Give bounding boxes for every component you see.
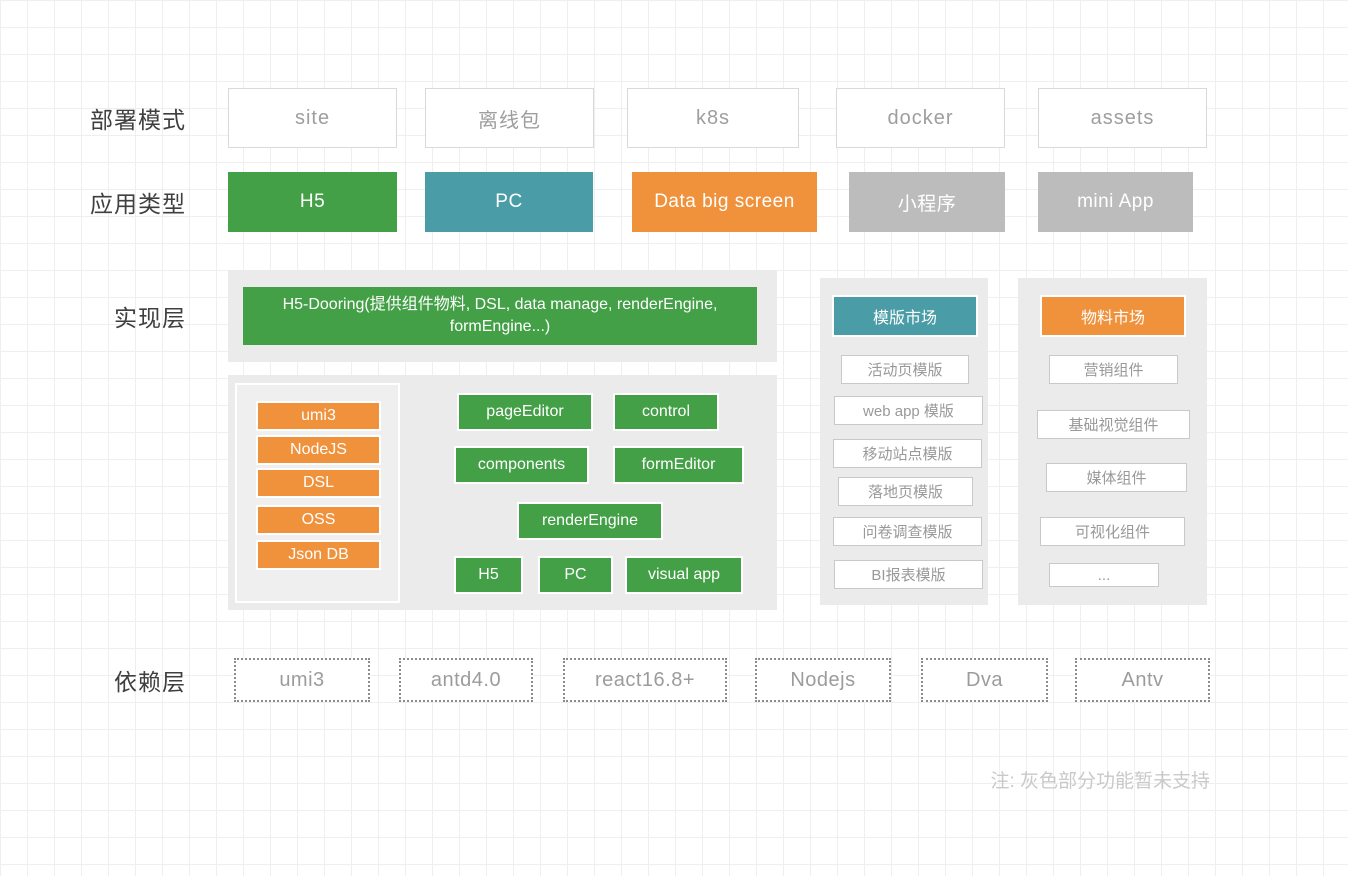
module-box-pc: PC	[538, 556, 613, 594]
stack-box-jsondb: Json DB	[256, 540, 381, 570]
dep-box-umi3: umi3	[234, 658, 370, 702]
stack-box-umi3: umi3	[256, 401, 381, 431]
stack-box-nodejs: NodeJS	[256, 435, 381, 465]
dep-box-antd: antd4.0	[399, 658, 533, 702]
app-type-box-pc: PC	[425, 172, 593, 232]
material-item: 媒体组件	[1046, 463, 1187, 492]
app-type-box-h5: H5	[228, 172, 397, 232]
row-label-deploy-mode: 部署模式	[90, 107, 186, 133]
core-panel: H5-Dooring(提供组件物料, DSL, data manage, ren…	[228, 270, 777, 362]
deploy-box-offline: 离线包	[425, 88, 594, 148]
module-box-visual-app: visual app	[625, 556, 743, 594]
row-label-deps-layer: 依赖层	[114, 669, 186, 695]
material-item: 基础视觉组件	[1037, 410, 1190, 439]
template-item: 活动页模版	[841, 355, 969, 384]
deploy-box-k8s: k8s	[627, 88, 799, 148]
material-item: ...	[1049, 563, 1159, 587]
module-box-components: components	[454, 446, 589, 484]
template-item: BI报表模版	[834, 560, 983, 589]
template-item: 落地页模版	[838, 477, 973, 506]
deploy-box-docker: docker	[836, 88, 1005, 148]
app-type-box-mini-program: 小程序	[849, 172, 1005, 232]
stack-box-dsl: DSL	[256, 468, 381, 498]
row-label-impl-layer: 实现层	[114, 305, 186, 331]
template-item: 移动站点模版	[833, 439, 982, 468]
deploy-box-site: site	[228, 88, 397, 148]
app-type-box-mini-app: mini App	[1038, 172, 1193, 232]
stack-box-oss: OSS	[256, 505, 381, 535]
module-box-page-editor: pageEditor	[457, 393, 593, 431]
row-label-app-type: 应用类型	[90, 191, 186, 217]
material-item: 营销组件	[1049, 355, 1178, 384]
module-box-control: control	[613, 393, 719, 431]
module-box-h5: H5	[454, 556, 523, 594]
template-market-title: 模版市场	[832, 295, 978, 337]
app-type-box-big-screen: Data big screen	[632, 172, 817, 232]
module-box-render-engine: renderEngine	[517, 502, 663, 540]
footnote: 注: 灰色部分功能暂未支持	[990, 771, 1210, 792]
template-item: web app 模版	[834, 396, 983, 425]
core-box-dooring: H5-Dooring(提供组件物料, DSL, data manage, ren…	[243, 287, 757, 345]
module-box-form-editor: formEditor	[613, 446, 744, 484]
material-item: 可视化组件	[1040, 517, 1185, 546]
dep-box-dva: Dva	[921, 658, 1048, 702]
dep-box-antv: Antv	[1075, 658, 1210, 702]
dep-box-nodejs: Nodejs	[755, 658, 891, 702]
material-market-title: 物料市场	[1040, 295, 1186, 337]
dep-box-react: react16.8+	[563, 658, 727, 702]
template-item: 问卷调查模版	[833, 517, 982, 546]
deploy-box-assets: assets	[1038, 88, 1207, 148]
